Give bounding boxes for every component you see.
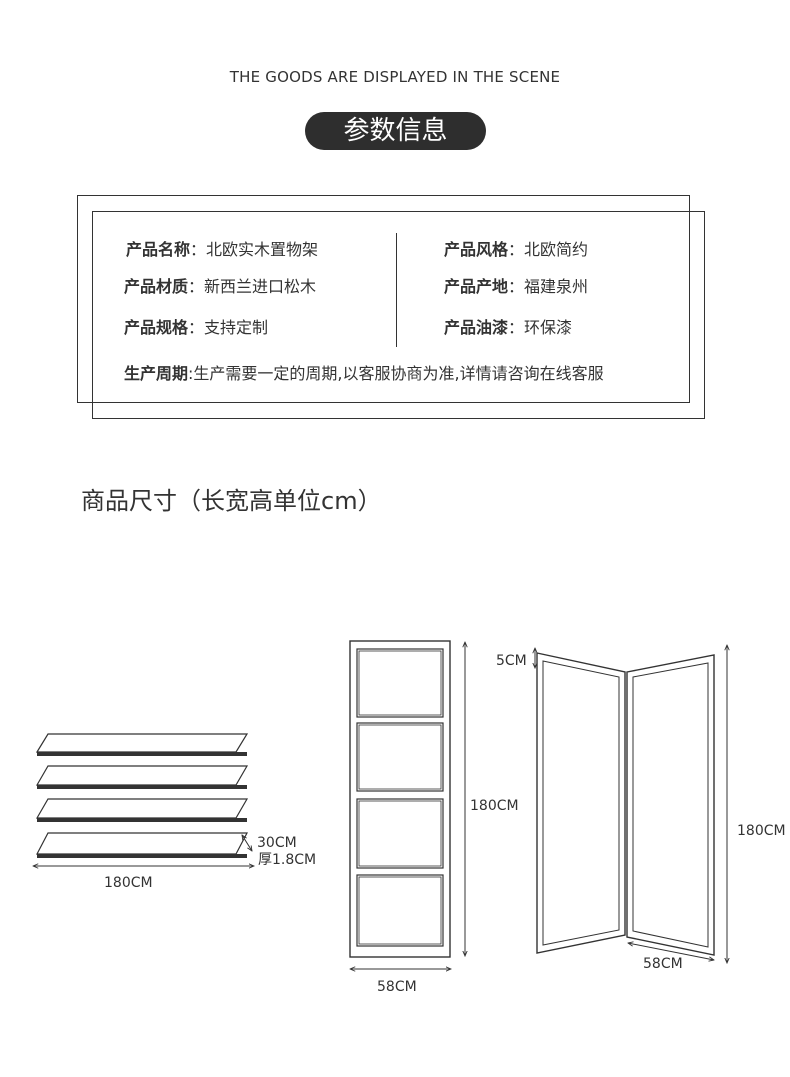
front-width-label: 58CM [377,979,417,995]
param-origin-label: 产品产地 [444,277,509,296]
params-frame-back [92,211,705,419]
front-panel-2 [356,722,444,792]
params-divider [396,233,397,347]
param-name-label: 产品名称 [126,240,191,259]
shelf-board-1 [35,733,249,756]
shelf-length-label: 180CM [104,875,153,891]
param-cycle-label: 生产周期 [124,364,189,383]
param-cycle: 生产周期:生产需要一定的周期,以客服协商为准,详情请咨询在线客服 [124,364,604,383]
front-height-label: 180CM [470,798,519,814]
param-style-label: 产品风格 [444,240,509,259]
param-material-label: 产品材质 [124,277,189,296]
param-paint-label: 产品油漆 [444,318,509,337]
shelf-depth-label: 30CM [257,835,297,851]
folding-screen [536,652,715,956]
shelf-thickness-label: 厚1.8CM [258,852,316,868]
screen-left-panel [536,652,626,954]
param-paint-value: 环保漆 [524,318,573,337]
front-panel-1 [356,648,444,718]
param-style: 产品风格：北欧简约 [444,240,589,259]
side-width-label: 58CM [643,956,683,972]
param-spec: 产品规格：支持定制 [124,318,269,337]
param-style-value: 北欧简约 [524,240,589,259]
param-paint: 产品油漆：环保漆 [444,318,573,337]
shelf-board-3 [35,798,249,822]
shelf-depth-arrow [242,835,252,851]
dimensions-title: 商品尺寸（长宽高单位cm） [81,487,382,515]
param-spec-label: 产品规格 [124,318,189,337]
shelf-boards [35,733,249,858]
scene-subtitle: THE GOODS ARE DISPLAYED IN THE SCENE [229,68,561,86]
param-spec-value: 支持定制 [204,318,269,337]
frame-border-label: 5CM [496,653,527,669]
params-frame-front [77,195,690,403]
section-title-badge: 参数信息 [305,112,486,150]
screen-right-panel [626,654,715,956]
param-origin: 产品产地：福建泉州 [444,277,589,296]
shelf-board-4 [36,832,248,858]
front-panel-3 [356,798,444,869]
param-material: 产品材质：新西兰进口松木 [124,277,317,296]
param-cycle-value: 生产需要一定的周期,以客服协商为准,详情请咨询在线客服 [193,364,604,383]
param-name-value: 北欧实木置物架 [206,240,319,259]
shelf-board-2 [35,765,249,789]
param-material-value: 新西兰进口松木 [204,277,317,296]
side-height-label: 180CM [737,823,786,839]
param-origin-value: 福建泉州 [524,277,589,296]
param-name: 产品名称：北欧实木置物架 [126,240,319,259]
front-panel-4 [356,874,444,947]
front-view-frame [349,640,451,958]
side-width-arrow [628,943,714,960]
